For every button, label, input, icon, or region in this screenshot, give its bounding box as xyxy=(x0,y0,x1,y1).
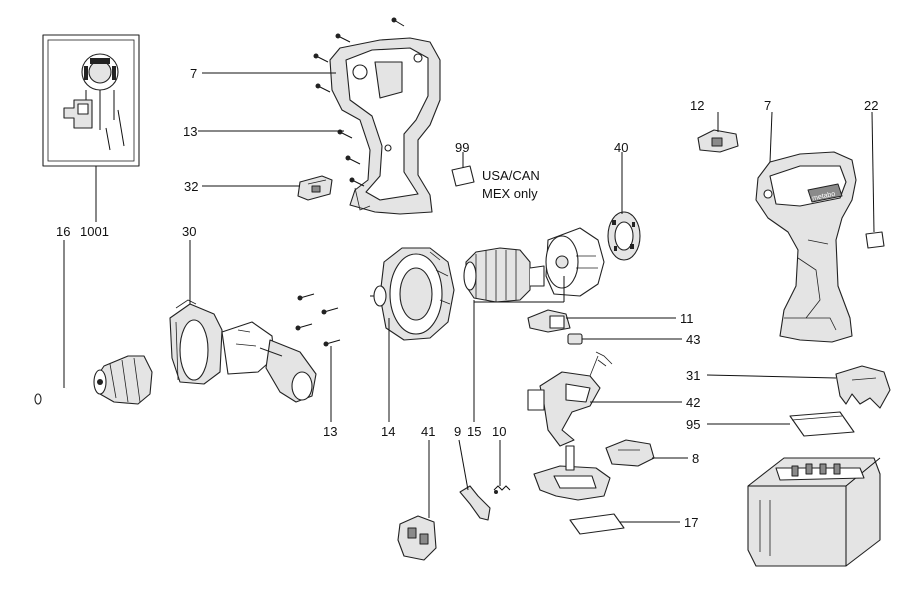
label-10: 10 xyxy=(492,424,506,439)
part-43-small-switch xyxy=(567,333,583,345)
part-30-side-handle xyxy=(169,299,317,403)
label-41: 41 xyxy=(421,424,435,439)
part-12-clip xyxy=(697,129,739,153)
part-32-slide-switch xyxy=(297,175,333,201)
part-22-label xyxy=(865,231,885,249)
label-8: 8 xyxy=(692,451,699,466)
part-7-assembled-housing xyxy=(755,151,857,343)
part-9-lever xyxy=(459,485,491,521)
label-42: 42 xyxy=(686,395,700,410)
gearbox-screws xyxy=(295,293,341,347)
part-11-direction-switch xyxy=(527,309,571,333)
part-1001-wiring-inset xyxy=(42,34,140,167)
label-13-bottom: 13 xyxy=(323,424,337,439)
part-41-module xyxy=(397,515,437,561)
label-11: 11 xyxy=(680,311,694,326)
label-43: 43 xyxy=(686,332,700,347)
label-12: 12 xyxy=(690,98,704,113)
drill-chuck xyxy=(93,355,153,405)
label-16: 16 xyxy=(56,224,70,239)
part-17-label xyxy=(569,513,625,535)
label-15: 15 xyxy=(467,424,481,439)
part-15-rotor xyxy=(463,247,545,303)
part-15-stator xyxy=(545,227,605,297)
note-usa-can: USA/CAN xyxy=(482,168,540,183)
part-31-belt-clip xyxy=(835,365,891,409)
label-95: 95 xyxy=(686,417,700,432)
leader-lines xyxy=(63,72,875,523)
part-99-label xyxy=(451,165,475,187)
label-22: 22 xyxy=(864,98,878,113)
part-40-electronics-disc xyxy=(607,211,641,261)
label-1001: 1001 xyxy=(80,224,109,239)
label-13-top: 13 xyxy=(183,124,197,139)
label-31: 31 xyxy=(686,368,700,383)
part-10-spring xyxy=(493,485,511,494)
part-95-sheet xyxy=(789,411,855,437)
battery-pack xyxy=(747,457,881,567)
label-40: 40 xyxy=(614,140,628,155)
label-7-right: 7 xyxy=(764,98,771,113)
label-7-left: 7 xyxy=(190,66,197,81)
label-14: 14 xyxy=(381,424,395,439)
label-99: 99 xyxy=(455,140,469,155)
label-32: 32 xyxy=(184,179,198,194)
brand-wordmark: metabo xyxy=(812,191,836,203)
part-14-gearbox xyxy=(370,247,455,341)
part-42-trigger-switch xyxy=(527,351,613,447)
label-30: 30 xyxy=(182,224,196,239)
part-8-pad xyxy=(605,439,655,467)
label-17: 17 xyxy=(684,515,698,530)
note-mex-only: MEX only xyxy=(482,186,538,201)
part-8-battery-contact xyxy=(533,445,611,501)
part-7-housing-half xyxy=(329,37,441,215)
housing-screws xyxy=(313,17,405,187)
part-16-screw xyxy=(34,386,67,405)
label-9: 9 xyxy=(454,424,461,439)
